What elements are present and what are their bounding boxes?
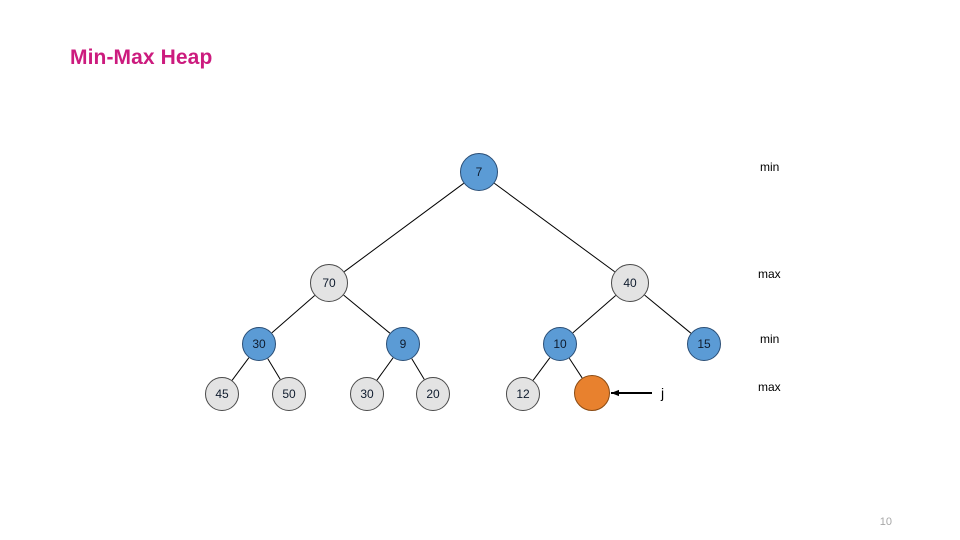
page-title: Min-Max Heap bbox=[70, 46, 213, 69]
tree-edge bbox=[267, 358, 281, 380]
tree-node-label: 45 bbox=[215, 387, 229, 401]
tree-node-label: 10 bbox=[553, 337, 567, 351]
tree-edge bbox=[271, 295, 316, 334]
tree-node-label: 30 bbox=[252, 337, 266, 351]
tree-node-9[interactable]: 9 bbox=[386, 327, 420, 361]
tree-node-label: 70 bbox=[322, 276, 336, 290]
tree-node-30[interactable]: 30 bbox=[242, 327, 276, 361]
tree-edge-layer bbox=[231, 182, 692, 381]
tree-edge bbox=[494, 182, 615, 273]
tree-node-30[interactable]: 30 bbox=[350, 377, 384, 411]
page-number: 10 bbox=[879, 516, 892, 528]
tree-edge bbox=[231, 357, 250, 381]
tree-node-50[interactable]: 50 bbox=[272, 377, 306, 411]
tree-node-label: 40 bbox=[623, 276, 637, 290]
tree-edge bbox=[532, 357, 551, 381]
level-label-level-2: max bbox=[758, 267, 781, 281]
tree-node-label: 7 bbox=[475, 165, 483, 179]
tree-node-label: 50 bbox=[282, 387, 296, 401]
tree-edge bbox=[343, 294, 391, 334]
tree-edge bbox=[568, 357, 583, 379]
level-label-level-3: min bbox=[760, 332, 780, 346]
tree-node-40[interactable]: 40 bbox=[611, 264, 649, 302]
tree-node-20[interactable]: 20 bbox=[416, 377, 450, 411]
tree-node-label: 15 bbox=[697, 337, 711, 351]
tree-node-empty[interactable] bbox=[574, 375, 610, 411]
level-label-level-1: min bbox=[760, 160, 780, 174]
tree-edge bbox=[572, 295, 617, 334]
tree-node-label: 30 bbox=[360, 387, 374, 401]
level-label-level-4: max bbox=[758, 380, 781, 394]
tree-node-label: 9 bbox=[399, 337, 407, 351]
tree-edge bbox=[376, 357, 394, 381]
tree-node-label: 12 bbox=[516, 387, 530, 401]
tree-node-15[interactable]: 15 bbox=[687, 327, 721, 361]
tree-node-label: 20 bbox=[426, 387, 440, 401]
tree-node-12[interactable]: 12 bbox=[506, 377, 540, 411]
tree-edge bbox=[411, 358, 425, 380]
tree-node-45[interactable]: 45 bbox=[205, 377, 239, 411]
pointer-label-j: j bbox=[661, 385, 665, 401]
tree-node-10[interactable]: 10 bbox=[543, 327, 577, 361]
tree-edge bbox=[644, 294, 692, 334]
tree-node-7[interactable]: 7 bbox=[460, 153, 498, 191]
tree-node-70[interactable]: 70 bbox=[310, 264, 348, 302]
tree-edge bbox=[343, 182, 465, 273]
